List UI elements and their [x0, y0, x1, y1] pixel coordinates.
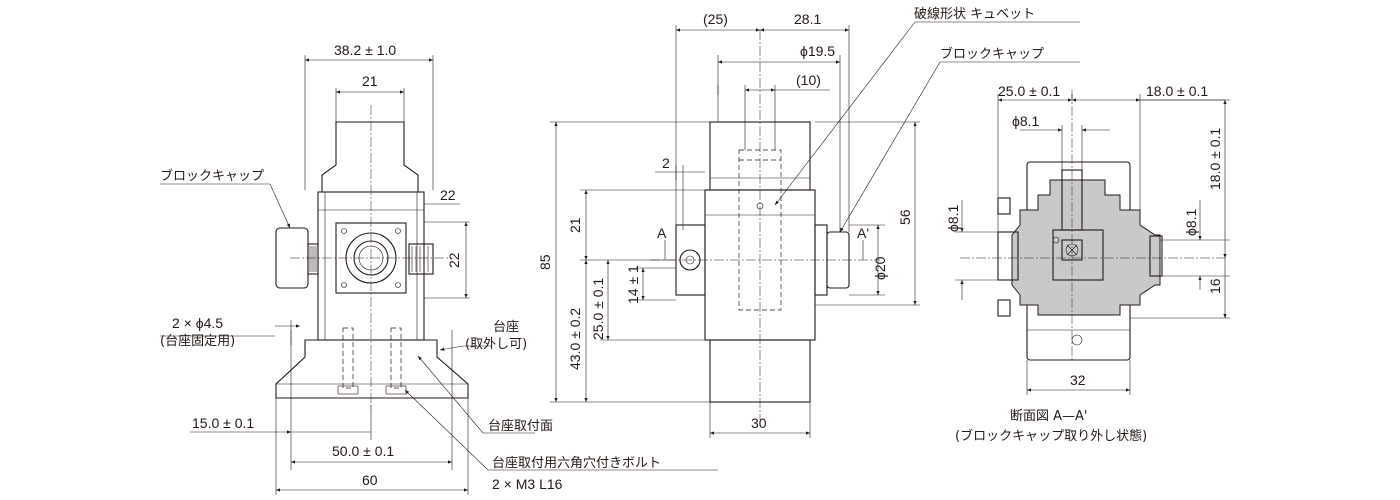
right-caption2: (ブロックキャップ取り外し状態) — [955, 428, 1147, 444]
left-block-cap-label: ブロックキャップ — [160, 168, 264, 184]
section-fill — [1011, 179, 1161, 316]
left-side-height: 22 — [446, 252, 462, 268]
right-dim-phi81-left: ϕ8.1 — [945, 204, 961, 232]
mid-dim-25: (25) — [703, 11, 728, 27]
left-base-note: (取外し可) — [465, 337, 527, 352]
mid-block-cap-label: ブロックキャップ — [940, 46, 1044, 62]
left-holes: 2 × ϕ4.5 — [172, 315, 223, 331]
right-dim-180-v: 18.0 ± 0.1 — [1207, 128, 1223, 190]
mid-dim-28: 28.1 — [794, 11, 821, 27]
mid-dim-10: (10) — [796, 72, 821, 88]
right-dim-250: 25.0 ± 0.1 — [998, 83, 1060, 99]
mid-dim-30: 30 — [751, 415, 767, 431]
right-caption1: 断面図 A—A' — [1010, 409, 1088, 424]
left-right-knurl — [408, 243, 434, 275]
mid-cuvette-label: 破線形状 キュベット — [914, 6, 1035, 22]
mid-dim-43: 43.0 ± 0.2 — [567, 308, 583, 370]
mid-dim-14: 14 ± 1 — [625, 265, 641, 304]
left-top-width: 38.2 ± 1.0 — [334, 42, 396, 58]
mid-dim-56: 56 — [897, 209, 913, 225]
left-holes-note: (台座固定用) — [160, 334, 235, 349]
right-dim-180: 18.0 ± 0.1 — [1146, 83, 1208, 99]
left-base — [275, 339, 469, 399]
mid-section-a: A — [657, 225, 667, 241]
mid-dim-85: 85 — [537, 254, 553, 270]
left-base-label: 台座 — [493, 320, 519, 335]
left-bolt-spec: 2 × M3 L16 — [492, 476, 563, 492]
right-dim-phi81-right: ϕ8.1 — [1183, 208, 1199, 236]
left-head — [321, 121, 419, 193]
right-dim-32: 32 — [1070, 372, 1086, 388]
mid-section-a2: A' — [857, 225, 869, 241]
right-view — [955, 90, 1230, 395]
left-mount-face: 台座取付面 — [488, 419, 553, 434]
mid-dim-phi195: ϕ19.5 — [800, 43, 835, 59]
right-dim-phi81-top: ϕ8.1 — [1012, 113, 1040, 129]
left-head-width: 21 — [362, 73, 378, 89]
mid-dim-25-01: 25.0 ± 0.1 — [590, 278, 606, 340]
left-side-small: 22 — [440, 187, 456, 203]
left-bolt-label: 台座取付用六角穴付きボルト — [492, 456, 661, 471]
mid-dim-21: 21 — [567, 217, 583, 233]
mid-dim-phi20: ϕ20 — [872, 256, 888, 280]
left-pitch: 50.0 ± 0.1 — [332, 443, 394, 459]
middle-view — [550, 21, 1080, 438]
left-base-width: 60 — [362, 472, 378, 488]
left-offset: 15.0 ± 0.1 — [192, 415, 254, 431]
mid-dim-2: 2 — [662, 155, 670, 171]
right-dim-16: 16 — [1207, 278, 1223, 294]
left-view — [160, 55, 718, 495]
